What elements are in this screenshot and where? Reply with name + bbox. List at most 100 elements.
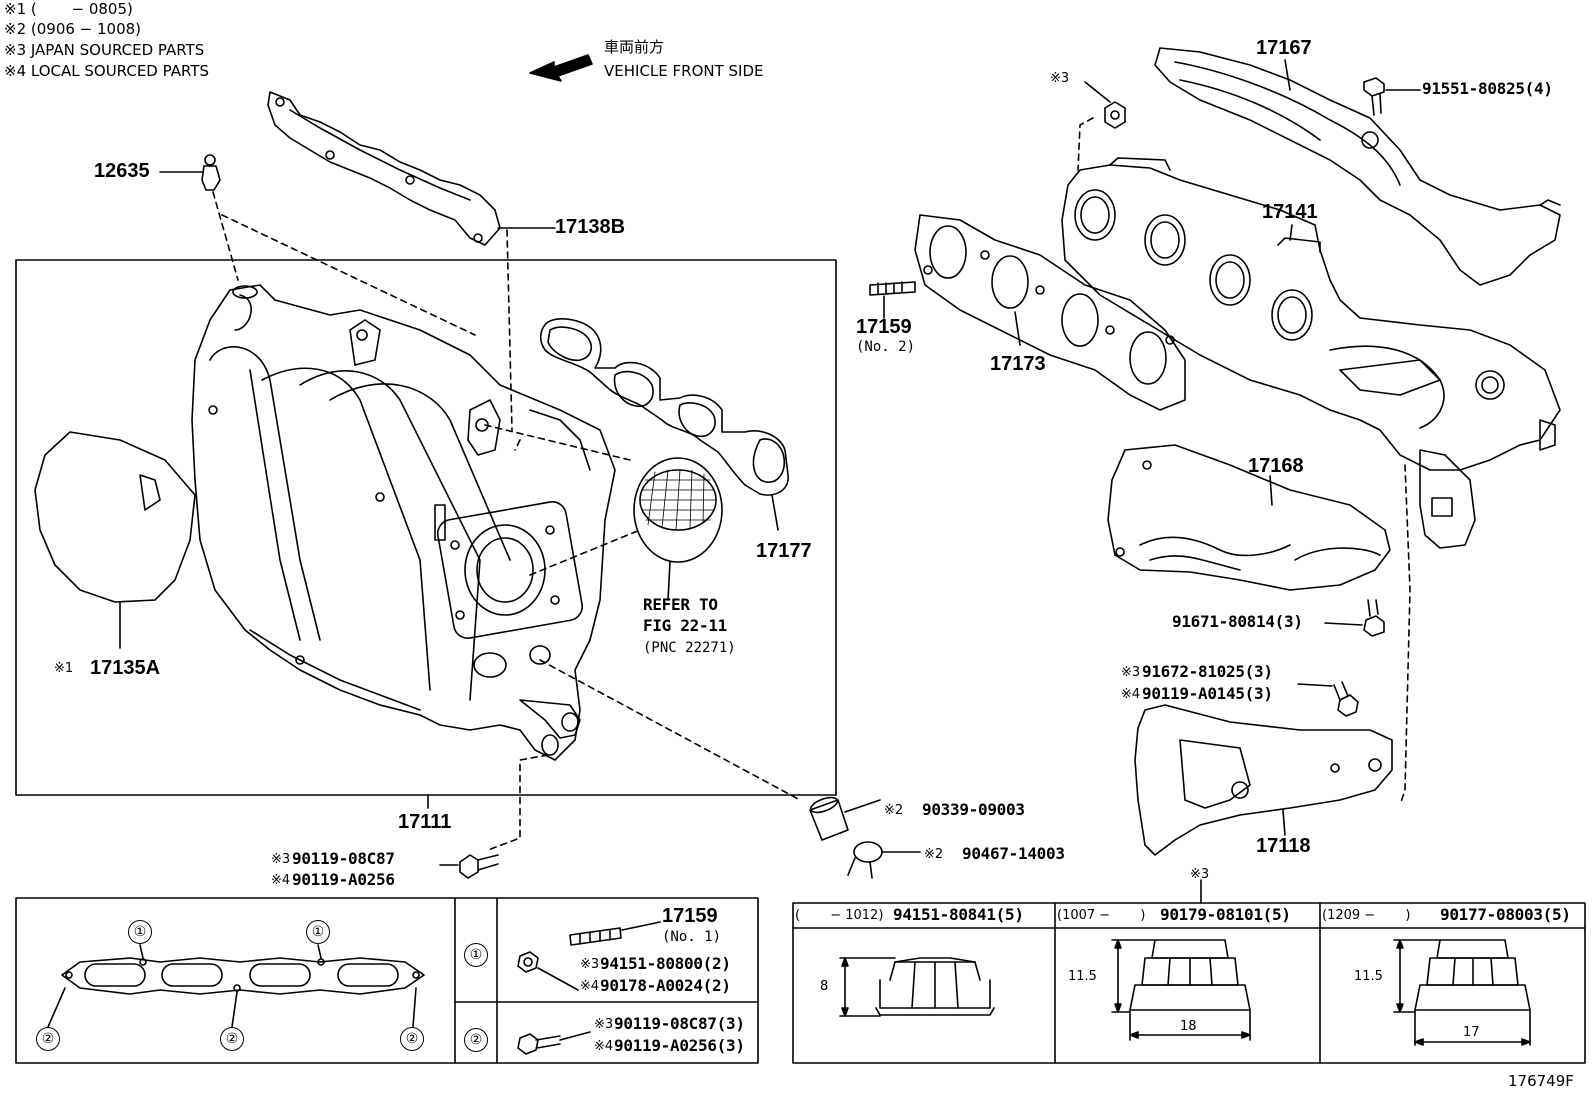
- nut-94151-80841-drawing: [839, 957, 995, 1017]
- table-label-17159[interactable]: 17159: [662, 905, 718, 927]
- table-mark-r2b: ※4: [594, 1039, 614, 1054]
- label-17168[interactable]: 17168: [1248, 455, 1304, 477]
- label-90119-08c87[interactable]: 90119-08C87: [292, 849, 395, 868]
- nut-table-box: [792, 902, 1586, 1064]
- legend-line-4: ※4 LOCAL SOURCED PARTS: [4, 62, 209, 80]
- gasket-callout-2a: ②: [36, 1027, 60, 1051]
- nut-mark3-drawing: [1084, 81, 1126, 129]
- table-mark-r1b: ※4: [580, 979, 600, 994]
- label-17141[interactable]: 17141: [1262, 201, 1318, 223]
- table-label-r1b[interactable]: 90178-A0024(2): [600, 976, 731, 995]
- clamp-90467-drawing: [847, 841, 921, 879]
- figure-id: 176749F: [1508, 1072, 1574, 1090]
- leader-dashed-2: [514, 439, 521, 451]
- leader-dashed-5: [539, 659, 801, 801]
- nut-col2-part[interactable]: 90179-08101(5): [1160, 905, 1291, 924]
- mark-90119-08c87: ※3: [271, 852, 291, 867]
- nut-col1-range: ( − 1012): [795, 908, 884, 923]
- table-label-r2b[interactable]: 90119-A0256(3): [614, 1036, 745, 1055]
- table-mark-r1a: ※3: [580, 957, 600, 972]
- label-90467[interactable]: 90467-14003: [962, 844, 1065, 863]
- nut-90179-08101-drawing: [1111, 939, 1251, 1041]
- nut-col3-height: 11.5: [1354, 969, 1383, 984]
- table-bolt-90119-drawing: [517, 1031, 591, 1055]
- label-12635[interactable]: 12635: [94, 160, 150, 182]
- mark-90119-a0256: ※4: [271, 873, 291, 888]
- label-90119-a0256[interactable]: 90119-A0256: [292, 870, 395, 889]
- leader-dashed-exh-1: [1077, 117, 1094, 171]
- nut-col3-part[interactable]: 90177-08003(5): [1440, 905, 1571, 924]
- gasket-table-box: [15, 897, 759, 1064]
- mark-90467: ※2: [924, 847, 944, 862]
- label-17159-no2[interactable]: 17159: [856, 316, 912, 338]
- mark-90339: ※2: [884, 803, 904, 818]
- nut-col2-width: 18: [1180, 1019, 1197, 1034]
- bracket-17118-drawing: [1134, 704, 1393, 856]
- refer-line-1: REFER TO: [643, 595, 718, 614]
- throttle-gasket-mesh-drawing: [633, 457, 723, 601]
- table-nut-94151-drawing: [517, 951, 579, 991]
- bolt-91672-drawing: [1297, 681, 1359, 717]
- table-label-r2a[interactable]: 90119-08C87(3): [614, 1014, 745, 1033]
- label-91672[interactable]: 91672-81025(3): [1142, 662, 1273, 681]
- bracket-17138b-drawing: [267, 91, 556, 246]
- label-91551[interactable]: 91551-80825(4): [1422, 79, 1553, 98]
- mark-3-table: ※3: [1190, 867, 1210, 882]
- mark-91672: ※3: [1121, 665, 1141, 680]
- table-stud-17159-no1-drawing: [569, 921, 661, 946]
- leader-dashed-6: [487, 754, 549, 851]
- nut-col1-height: 8: [820, 979, 829, 994]
- bolt-90119-08c87-drawing: [439, 854, 499, 879]
- label-17135a[interactable]: 17135A: [90, 657, 161, 679]
- label-90119-a0145[interactable]: 90119-A0145(3): [1142, 684, 1273, 703]
- direction-en: VEHICLE FRONT SIDE: [604, 62, 764, 80]
- label-17167[interactable]: 17167: [1256, 37, 1312, 59]
- label-17118[interactable]: 17118: [1256, 835, 1311, 857]
- table-label-17159-no1: (No. 1): [662, 929, 722, 945]
- heat-insulator-17167-drawing: [1154, 47, 1561, 286]
- legend-line-2: ※2 (0906 − 1008): [4, 20, 142, 38]
- intake-manifold-17111-drawing: [191, 284, 616, 761]
- legend-line-3: ※3 JAPAN SOURCED PARTS: [4, 41, 205, 59]
- nut-90177-08003-drawing: [1393, 939, 1531, 1046]
- gasket-callout-2b: ②: [220, 1027, 244, 1051]
- label-17177[interactable]: 17177: [756, 540, 812, 562]
- label-17159-no2-sub: (No. 2): [856, 339, 916, 355]
- label-17173[interactable]: 17173: [990, 353, 1046, 375]
- fitting-12635-drawing: [159, 154, 476, 336]
- mark-3-top: ※3: [1050, 71, 1070, 86]
- cover-17135a-drawing: [34, 431, 196, 649]
- legend-line-1: ※1 ( − 0805): [4, 0, 133, 18]
- label-17138b[interactable]: 17138B: [555, 216, 626, 238]
- nut-col3-width: 17: [1463, 1025, 1480, 1040]
- nut-col1-part[interactable]: 94151-80841(5): [893, 905, 1024, 924]
- bolt-91671-drawing: [1324, 599, 1385, 637]
- heat-insulator-17168-drawing: [1107, 444, 1391, 591]
- leader-dashed-3: [506, 229, 513, 431]
- leader-dashed-exh-2: [1399, 464, 1411, 806]
- intake-manifold-group-box: [15, 259, 837, 796]
- label-90339[interactable]: 90339-09003: [922, 800, 1025, 819]
- stud-90339-drawing: [809, 796, 881, 841]
- nut-col3-range: (1209 − ): [1322, 908, 1411, 923]
- row-callout-2: ②: [464, 1028, 488, 1052]
- bolt-91551-drawing: [1363, 77, 1421, 116]
- front-direction-arrow: [529, 54, 593, 82]
- refer-line-3: (PNC 22271): [643, 640, 736, 656]
- leader-dashed-1: [484, 424, 631, 461]
- row-callout-1: ①: [464, 943, 488, 967]
- gasket-callout-1b: ①: [306, 920, 330, 944]
- nut-col2-height: 11.5: [1068, 969, 1097, 984]
- label-91671[interactable]: 91671-80814(3): [1172, 612, 1303, 631]
- label-17111[interactable]: 17111: [398, 811, 452, 833]
- stud-17159-no2-drawing: [869, 281, 916, 319]
- gasket-detail-drawing: [47, 944, 425, 1028]
- exhaust-manifold-17141-drawing: [1061, 157, 1561, 549]
- refer-line-2[interactable]: FIG 22-11: [643, 616, 727, 635]
- table-label-r1a[interactable]: 94151-80800(2): [600, 954, 731, 973]
- direction-jp: 車両前方: [604, 38, 665, 56]
- gasket-17177-drawing: [539, 318, 789, 531]
- mark-17135a: ※1: [54, 661, 74, 676]
- nut-col2-range: (1007 − ): [1057, 908, 1146, 923]
